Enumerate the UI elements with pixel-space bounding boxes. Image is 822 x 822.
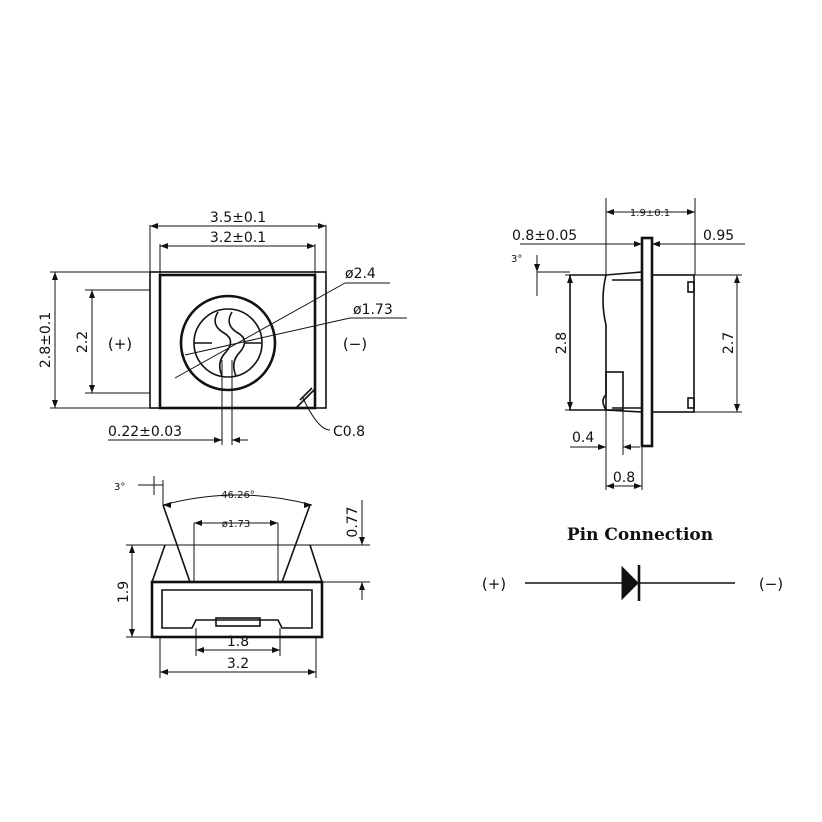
dim-view-angle: 46.26° xyxy=(221,490,255,501)
dim-chamfer: C0.8 xyxy=(333,424,365,440)
pin-plus: (+) xyxy=(482,575,506,593)
dim-pad-width: 1.8 xyxy=(227,634,249,650)
dim-right-offset: 0.95 xyxy=(703,228,734,244)
side-pad xyxy=(605,371,624,411)
dim-gap: 0.22±0.03 xyxy=(108,424,182,440)
view-angle-arc xyxy=(162,494,313,506)
dim-height-right: 2.7 xyxy=(721,332,737,354)
top-view: 3.5±0.1 3.2±0.1 2.8±0.1 2.2 (+) (−) ø2.4… xyxy=(38,210,407,445)
dim-bottom: 0.8 xyxy=(613,470,635,486)
side-back-body xyxy=(651,274,695,413)
pin-title: Pin Connection xyxy=(567,525,713,545)
lens-outer-circle xyxy=(179,294,277,392)
dim-height-outer: 2.8±0.1 xyxy=(38,312,54,368)
diode-symbol xyxy=(621,565,639,601)
dim-lens-height: 0.77 xyxy=(345,506,361,537)
dim-front-width: 3.2 xyxy=(227,656,249,672)
top-minus-label: (−) xyxy=(343,335,367,353)
side-view: 1.9±0.1 0.8±0.05 0.95 3° 2.8 2.7 0.4 xyxy=(511,198,745,490)
side-angle: 3° xyxy=(511,254,522,265)
pin-connection: Pin Connection (+) (−) xyxy=(482,525,783,601)
chamfer-edge xyxy=(295,388,316,409)
dim-front-lens: ø1.73 xyxy=(222,519,250,530)
dim-front-height: 1.9 xyxy=(116,581,132,603)
top-plus-label: (+) xyxy=(108,335,132,353)
dim-width-outer: 3.5±0.1 xyxy=(210,210,266,226)
front-body xyxy=(150,580,324,639)
leader-lens-outer xyxy=(174,282,346,379)
leader-lens-inner xyxy=(184,317,351,356)
pin-minus: (−) xyxy=(759,575,783,593)
dim-width-inner: 3.2±0.1 xyxy=(210,230,266,246)
dim-lens-outer: ø2.4 xyxy=(345,266,376,282)
front-angle: 3° xyxy=(114,482,125,493)
front-view: 46.26° 3° ø1.73 0.77 1.9 1.8 3 xyxy=(114,476,370,678)
package-body xyxy=(158,273,317,410)
dim-lens-inner: ø1.73 xyxy=(353,302,393,318)
front-inner xyxy=(161,589,313,629)
chip-lead-left xyxy=(214,311,232,377)
dim-height-left: 2.8 xyxy=(554,332,570,354)
dim-height-inner: 2.2 xyxy=(75,331,91,353)
side-leadframe xyxy=(640,236,654,448)
dim-left-offset: 0.8±0.05 xyxy=(512,228,577,244)
dim-pad: 0.4 xyxy=(572,430,594,446)
dim-top-width: 1.9±0.1 xyxy=(630,208,670,219)
